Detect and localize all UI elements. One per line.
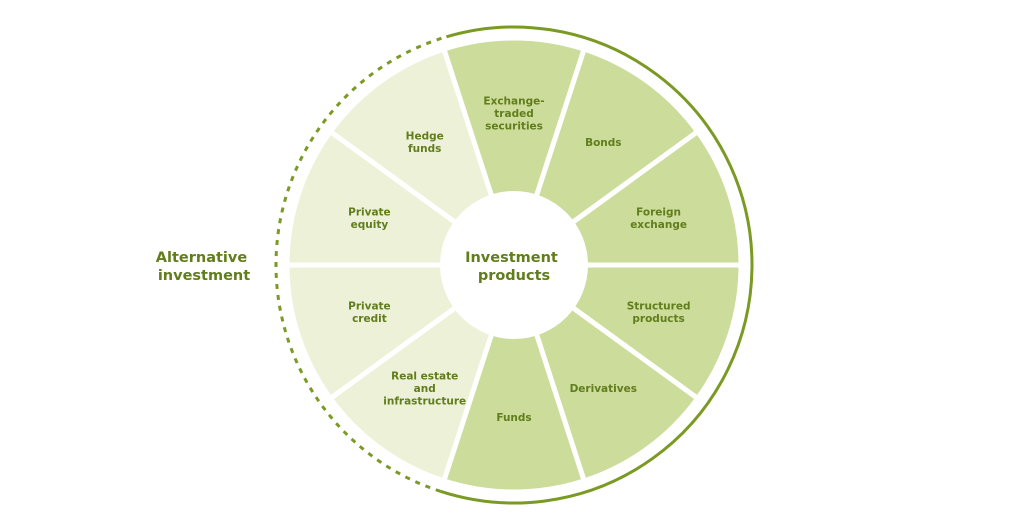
segment-label-5-line-0: Funds — [496, 412, 531, 424]
segment-label-9-line-1: funds — [408, 143, 441, 155]
segment-label-0-line-0: Exchange- — [483, 95, 544, 107]
center-hub — [440, 191, 588, 339]
center-label-line-2: products — [478, 268, 550, 284]
segment-label-0-line-1: traded — [494, 108, 533, 120]
segment-label-4-line-0: Derivatives — [570, 383, 637, 395]
segment-label-6-line-2: infrastructure — [383, 395, 466, 407]
segment-label-1: Bonds — [585, 137, 621, 149]
center-label: Investment products — [465, 250, 563, 284]
segment-label-4: Derivatives — [570, 383, 637, 395]
outer-arc-alternative-investment — [274, 35, 447, 493]
segment-label-2-line-1: exchange — [630, 219, 687, 231]
segment-label-3-line-1: products — [632, 313, 684, 325]
segment-label-8-line-0: Private — [348, 207, 391, 219]
alternative-investment-label: Alternative investment — [156, 250, 252, 284]
segment-label-7-line-0: Private — [348, 301, 391, 313]
alternative-investment-label-line-1: Alternative — [156, 250, 248, 266]
outer-arc-main-products — [439, 25, 754, 505]
segment-label-7-line-1: credit — [352, 313, 387, 325]
segment-label-8-line-1: equity — [351, 219, 389, 231]
alternative-investment-label-line-2: investment — [158, 268, 250, 284]
center-label-line-1: Investment — [465, 250, 558, 266]
segment-label-5: Funds — [496, 412, 531, 424]
segment-label-6-line-0: Real estate — [391, 370, 458, 382]
segment-label-2-line-0: Foreign — [636, 207, 681, 219]
segment-label-3-line-0: Structured — [627, 301, 691, 313]
segment-label-6-line-1: and — [414, 383, 436, 395]
segment-label-1-line-0: Bonds — [585, 137, 621, 149]
segment-label-0-line-2: securities — [485, 120, 543, 132]
segment-label-9-line-0: Hedge — [406, 131, 444, 143]
